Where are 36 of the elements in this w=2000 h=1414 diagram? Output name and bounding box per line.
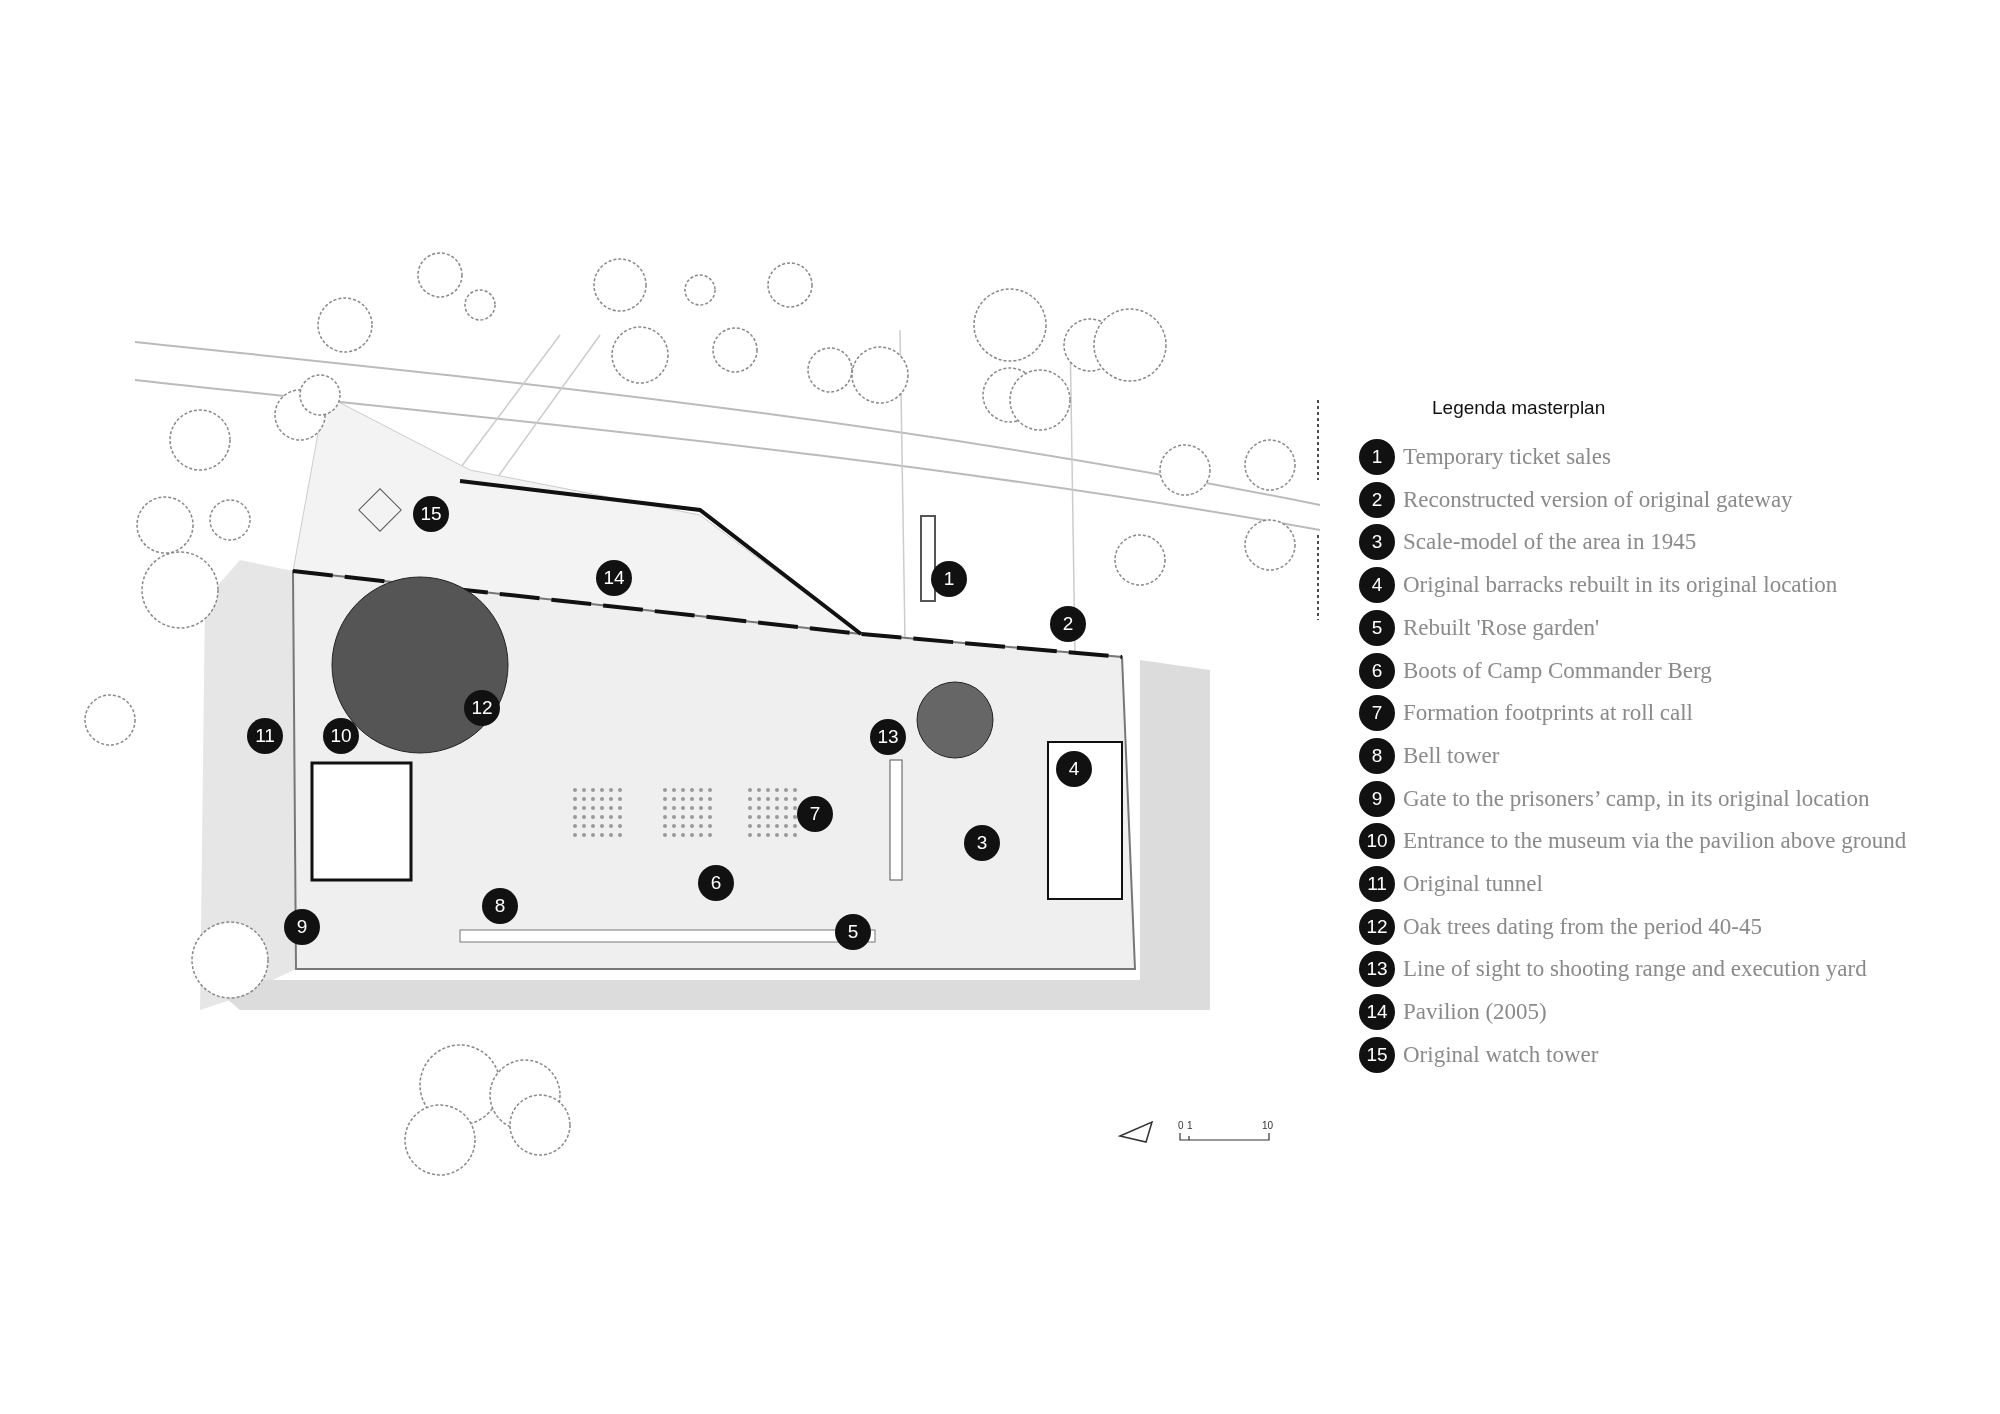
callout-number: 12 — [1359, 908, 1395, 945]
callout-number: 7 — [1359, 695, 1395, 732]
callout-number: 2 — [1359, 481, 1395, 518]
callout-number: 1 — [1359, 439, 1395, 475]
legend-text: Boots of Camp Commander Berg — [1403, 656, 1712, 685]
legend-text: Formation footprints at roll call — [1403, 699, 1693, 728]
legend-text: Scale-model of the area in 1945 — [1403, 528, 1697, 557]
legend-text: Temporary ticket sales — [1403, 443, 1611, 471]
callout-number: 8 — [1359, 737, 1395, 774]
callout-number: 4 — [1359, 567, 1395, 604]
legend-text: Rebuilt 'Rose garden' — [1403, 613, 1600, 642]
callout-number: 14 — [1359, 994, 1395, 1031]
legend-text: Entrance to the museum via the pavilion above ground — [1403, 827, 1907, 856]
legend-text: Pavilion (2005) — [1403, 998, 1547, 1027]
callout-number: 3 — [1359, 524, 1395, 561]
legend-text: Original tunnel — [1403, 870, 1543, 898]
callout-number: 2 — [1050, 606, 1086, 642]
callout-number: 13 — [1359, 951, 1395, 988]
legend-text: Bell tower — [1403, 741, 1500, 770]
legend-text: Original barracks rebuilt in its original location — [1403, 571, 1838, 600]
legend-text: Oak trees dating from the period 40-45 — [1403, 912, 1762, 941]
legend-title: Legenda masterplan — [1432, 397, 1606, 419]
callout-number: 6 — [1359, 652, 1395, 689]
callout-number: 10 — [1359, 823, 1395, 860]
scale-label: 0 — [1178, 1120, 1184, 1131]
legend-text: Original watch tower — [1403, 1040, 1599, 1069]
legend-text: Line of sight to shooting range and execution yard — [1403, 955, 1867, 984]
legend-text: Gate to the prisoners’ camp, in its original location — [1403, 784, 1870, 813]
legend-text: Reconstructed version of original gateway — [1403, 485, 1793, 514]
callout-number: 9 — [1359, 780, 1395, 817]
callout-number: 5 — [1359, 609, 1395, 646]
callout-number: 15 — [1359, 1036, 1395, 1073]
callout-number: 1 — [931, 561, 967, 597]
scale-label: 10 — [1262, 1120, 1274, 1131]
callout-number: 11 — [1359, 866, 1395, 902]
scale-label: 1 — [1187, 1120, 1193, 1131]
